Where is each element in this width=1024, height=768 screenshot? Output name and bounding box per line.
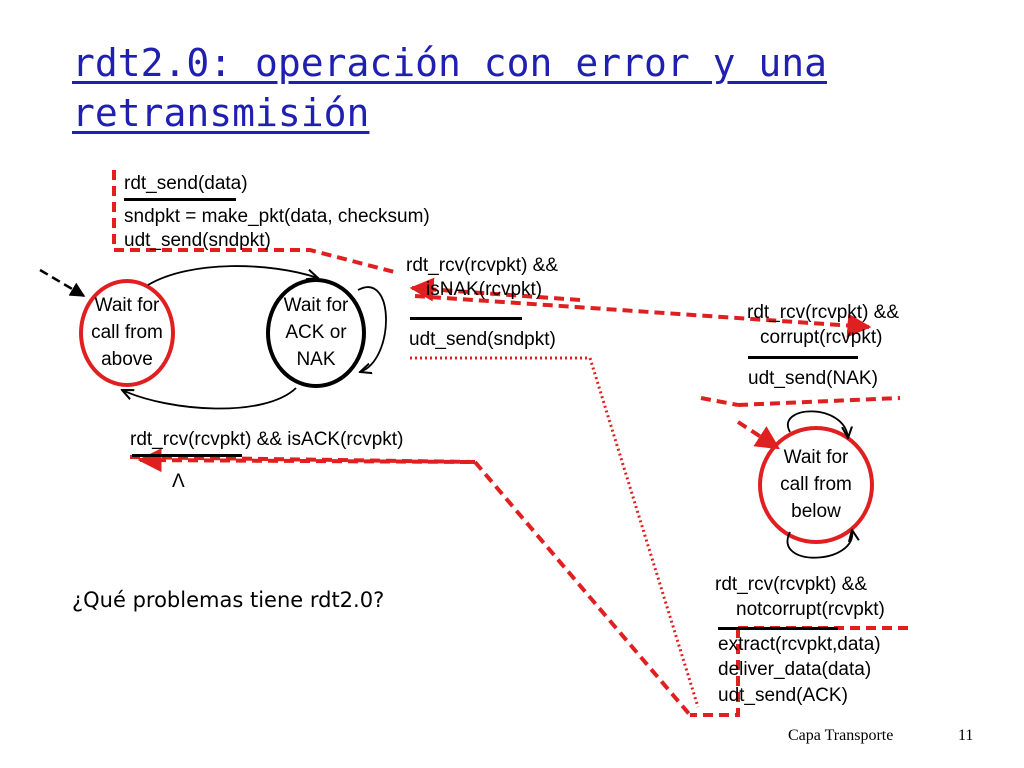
state-label-line: NAK <box>296 349 336 370</box>
state-wait-call-above: Wait for call from above <box>77 292 177 373</box>
state-label-line: below <box>791 501 841 522</box>
corrupt-divider <box>748 356 858 359</box>
nak-event-line-2: isNAK(rcvpkt) <box>426 279 543 300</box>
send-event-label: rdt_send(data) <box>124 173 248 194</box>
arrow-nak-selfloop <box>357 286 387 372</box>
nak-event-line-1: rdt_rcv(rcvpkt) && <box>406 255 559 276</box>
ack-divider <box>132 454 242 457</box>
send-action-1: sndpkt = make_pkt(data, checksum) <box>124 206 430 227</box>
state-label-line: call from <box>780 474 852 495</box>
arrow-corrupt-selfloop <box>787 410 848 438</box>
trace-arrow-into-receiver <box>736 420 781 450</box>
trace-arrow-to-receiver <box>414 294 872 338</box>
ack-action-lambda: Λ <box>172 471 185 492</box>
state-circle-wait-call-above <box>79 279 175 387</box>
title-line-2: retransmisión <box>72 91 370 135</box>
arrow-notcorrupt-selfloop <box>786 530 853 559</box>
nak-divider <box>410 317 522 320</box>
arrow-send-transition <box>147 265 318 286</box>
state-label-line: Wait for <box>94 295 160 316</box>
corrupt-event-line-2: corrupt(rcvpkt) <box>760 327 883 348</box>
initial-state-arrow <box>39 268 86 298</box>
title-line-1: rdt2.0: operación con error y una <box>72 41 827 85</box>
state-label-line: call from <box>91 322 163 343</box>
arrow-ack-transition <box>122 387 297 410</box>
slide-question: ¿Qué problemas tiene rdt2.0? <box>72 588 385 612</box>
nak-action: udt_send(sndpkt) <box>409 329 556 350</box>
state-circle-wait-call-below <box>758 426 874 544</box>
ack-event-label: rdt_rcv(rcvpkt) && isACK(rcvpkt) <box>130 429 404 450</box>
corrupt-event-line-1: rdt_rcv(rcvpkt) && <box>747 302 900 323</box>
state-wait-call-below: Wait for call from below <box>766 444 866 525</box>
trace-diagonal-ack <box>473 460 692 717</box>
send-action-2: udt_send(sndpkt) <box>124 230 271 251</box>
state-label-line: above <box>101 349 153 370</box>
trace-arrow-ack-return <box>137 448 471 473</box>
footer-section-name: Capa Transporte <box>788 727 894 744</box>
state-label-line: ACK or <box>285 322 347 343</box>
notcorrupt-action-3: udt_send(ACK) <box>718 685 848 706</box>
slide-title: rdt2.0: operación con error y una retran… <box>72 38 972 138</box>
trace-arrow-corrupt <box>700 396 739 407</box>
notcorrupt-divider <box>718 627 838 630</box>
trace-dotted-retransmission <box>410 356 700 708</box>
notcorrupt-event-line-2: notcorrupt(rcvpkt) <box>736 599 885 620</box>
trace-arrow-nak-return <box>409 277 581 302</box>
notcorrupt-action-1: extract(rcvpkt,data) <box>718 634 881 655</box>
send-divider <box>124 198 236 201</box>
corrupt-action: udt_send(NAK) <box>748 368 878 389</box>
page-number: 11 <box>958 727 974 744</box>
state-label-line: Wait for <box>283 295 349 316</box>
notcorrupt-event-line-1: rdt_rcv(rcvpkt) && <box>715 574 868 595</box>
state-label-line: Wait for <box>783 447 849 468</box>
notcorrupt-action-2: deliver_data(data) <box>718 659 872 680</box>
state-wait-ack-nak: Wait for ACK or NAK <box>266 292 366 373</box>
